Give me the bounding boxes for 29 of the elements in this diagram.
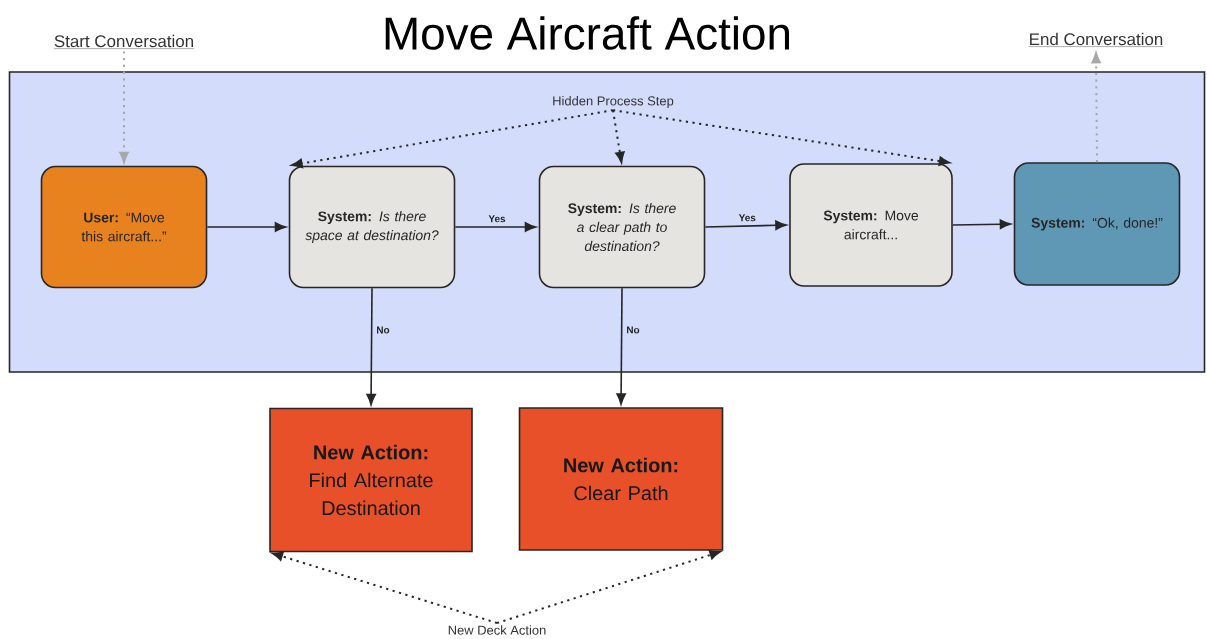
edge-label: Yes — [737, 212, 758, 223]
arrow — [952, 219, 1012, 230]
arrow — [704, 220, 787, 231]
heading-text: Start Conversation — [53, 34, 195, 49]
action-box: New Action: Find Alternate Destination — [269, 407, 473, 553]
process-box: System: Is there a clear path to destination? — [538, 165, 706, 289]
arrow — [206, 222, 287, 232]
arrow — [454, 222, 537, 232]
process-box: System: “Ok, done!” — [1013, 162, 1181, 286]
process-box: System: Move aircraft... — [789, 163, 953, 287]
action-box: New Action: Clear Path — [518, 407, 724, 551]
note-text: Hidden Process Step — [553, 95, 674, 109]
heading-text: End Conversation — [1028, 32, 1164, 47]
edge-label: No — [374, 325, 392, 336]
process-box: User: “Move this aircraft...” — [40, 165, 208, 289]
arrow — [496, 550, 721, 625]
arrow — [119, 50, 129, 163]
edge-label: Yes — [486, 213, 508, 224]
arrow — [272, 551, 498, 625]
arrow — [612, 109, 625, 163]
arrow — [612, 109, 950, 166]
arrow — [1091, 52, 1101, 164]
title: Move Aircraft Action — [385, 16, 789, 50]
note-text: New Deck Action — [448, 625, 546, 635]
process-box: System: Is there space at destination? — [288, 165, 456, 289]
arrow — [616, 287, 626, 405]
edge-label: No — [624, 324, 642, 335]
arrow — [291, 109, 614, 169]
arrow — [366, 287, 376, 406]
